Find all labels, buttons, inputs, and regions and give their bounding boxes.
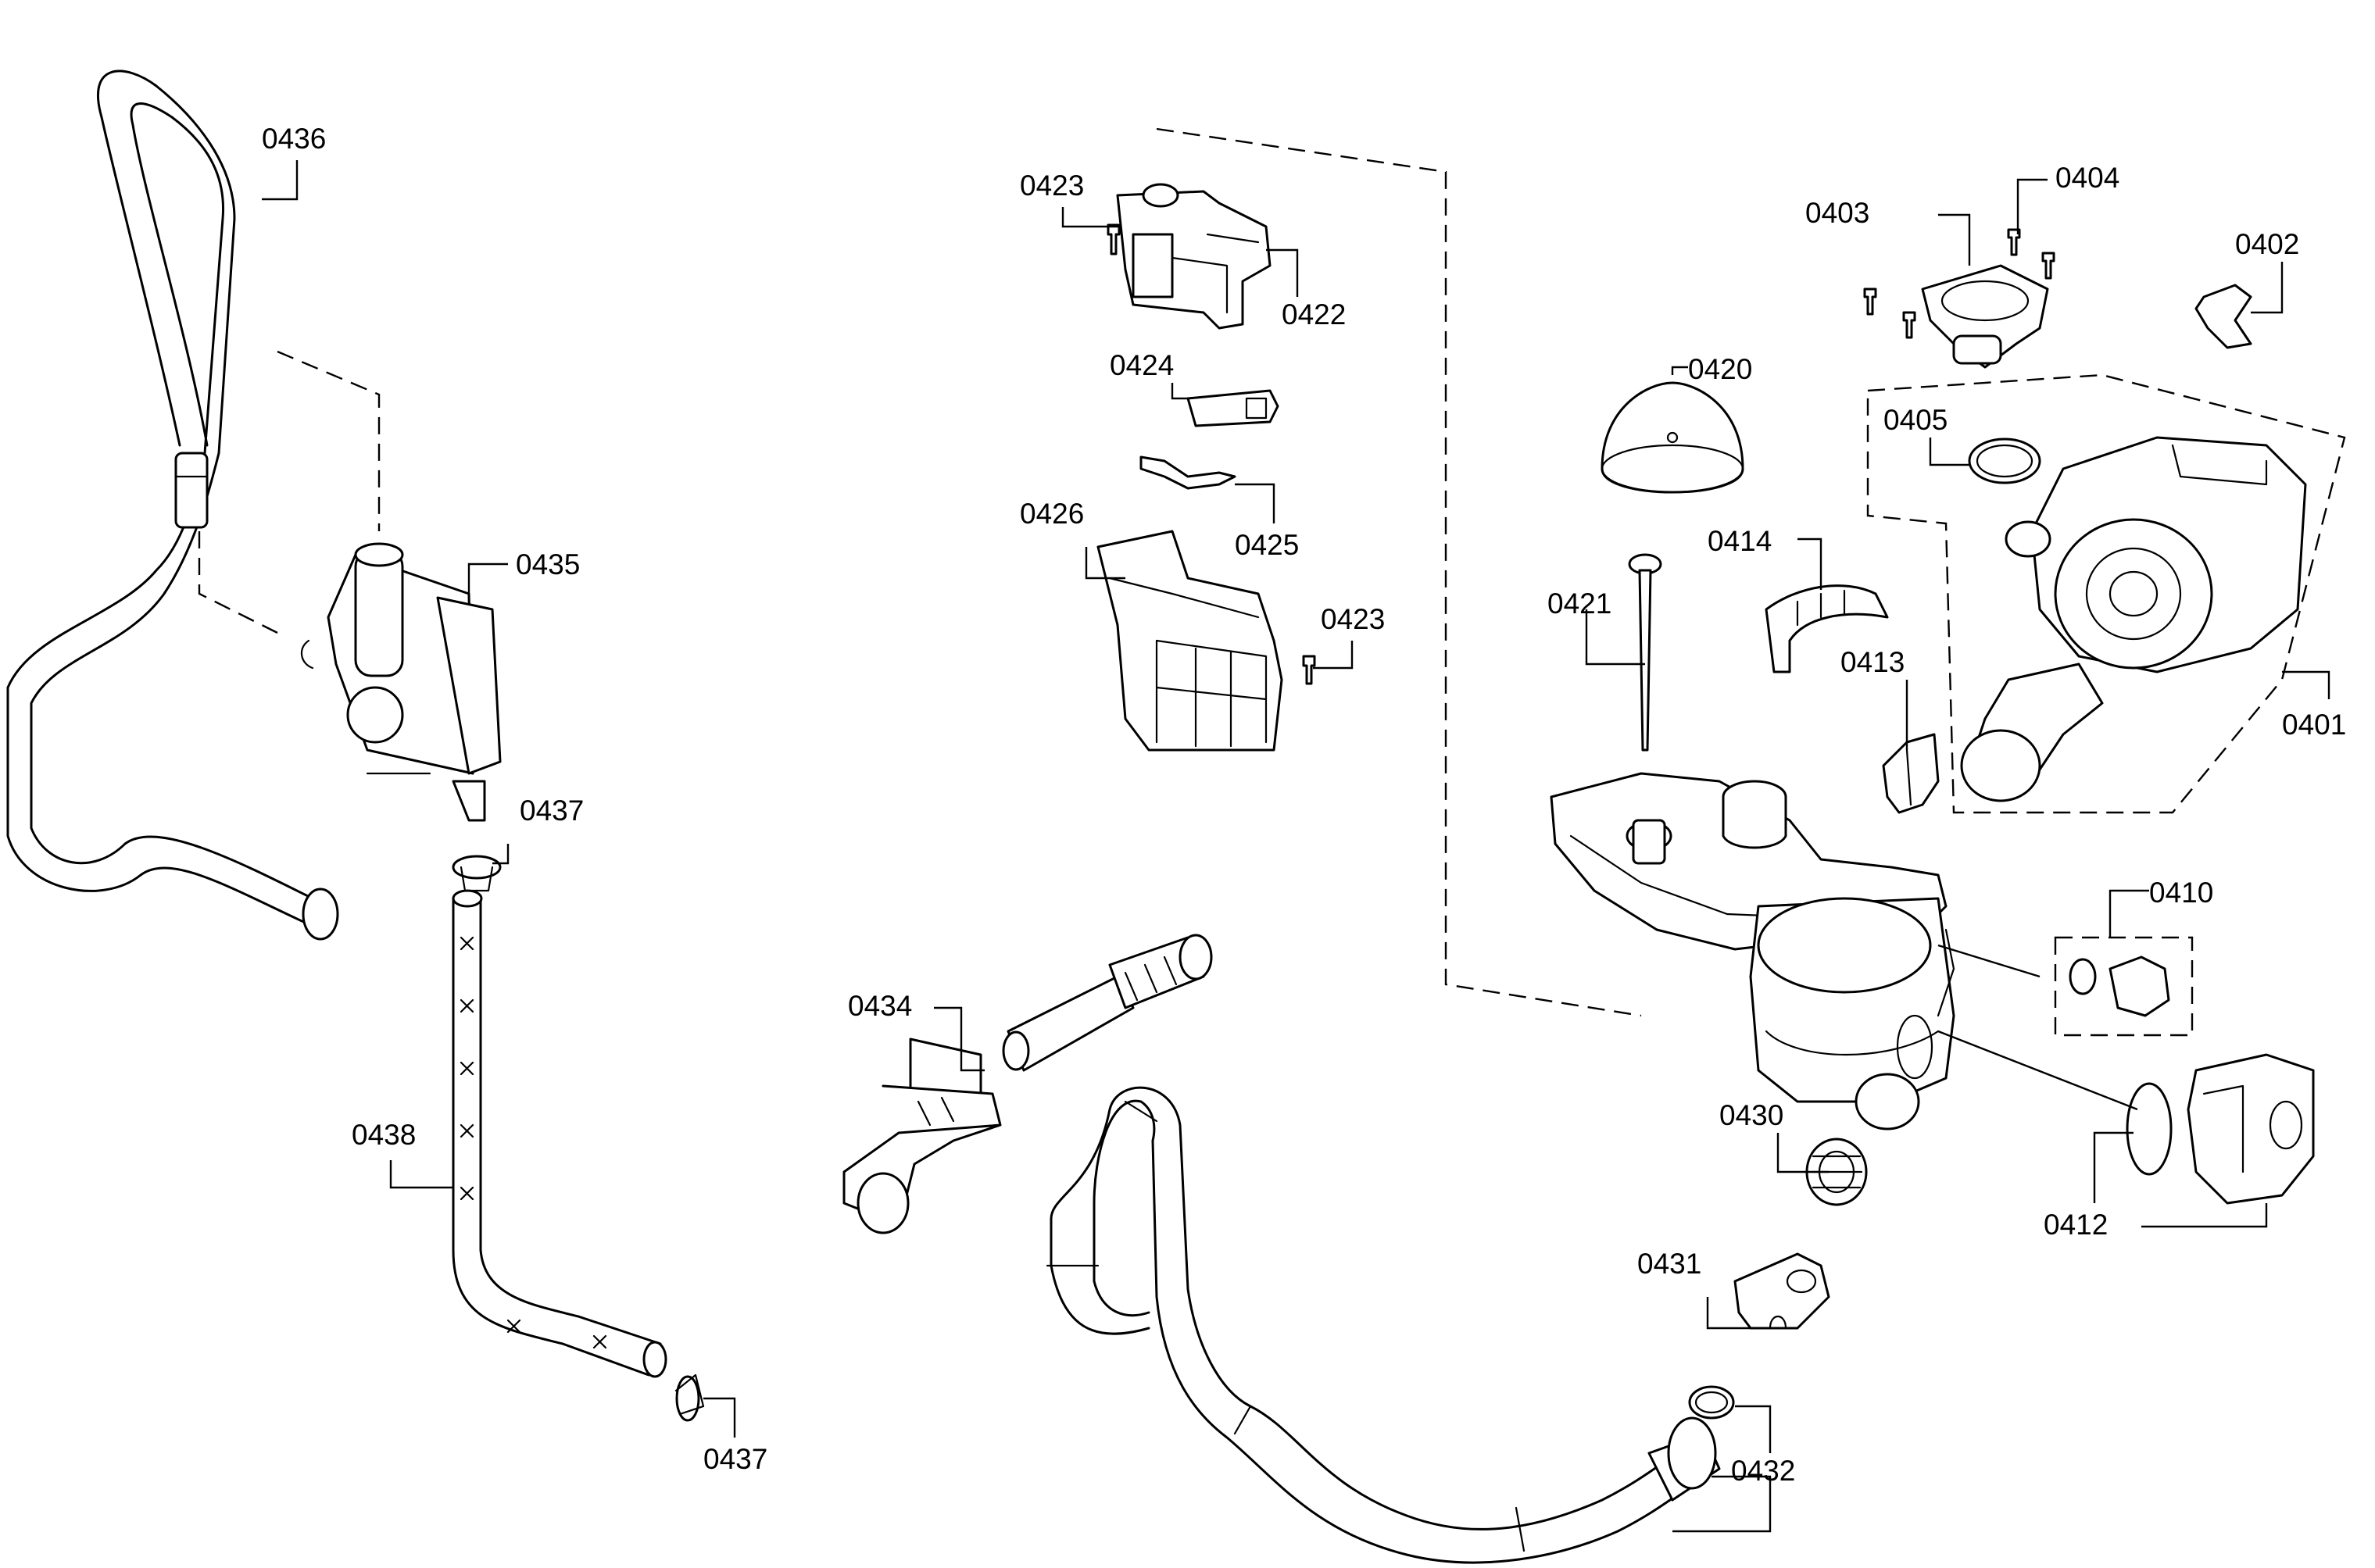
label-0436: 0436 bbox=[262, 123, 326, 155]
seal-0403 bbox=[1921, 264, 2049, 369]
label-0438: 0438 bbox=[352, 1119, 416, 1151]
label-0431: 0431 bbox=[1637, 1248, 1701, 1280]
clamp-0437-top bbox=[452, 855, 502, 892]
oring-0432 bbox=[1688, 1385, 1735, 1420]
screw-0423-mid bbox=[1302, 655, 1316, 685]
label-0430: 0430 bbox=[1719, 1099, 1783, 1131]
label-0401: 0401 bbox=[2282, 709, 2346, 741]
bracket-0414 bbox=[1765, 584, 1889, 673]
rod-0421 bbox=[1628, 553, 1662, 752]
bracket-0422 bbox=[1116, 127, 1642, 1017]
label-0423-top: 0423 bbox=[1020, 170, 1084, 202]
label-0425: 0425 bbox=[1235, 529, 1299, 561]
pump-motor-0401 bbox=[1866, 373, 2346, 814]
label-0435: 0435 bbox=[516, 548, 580, 580]
label-0413: 0413 bbox=[1840, 646, 1905, 678]
valve-0435 bbox=[198, 350, 502, 822]
label-0403: 0403 bbox=[1805, 197, 1869, 229]
basket-0426 bbox=[1096, 530, 1283, 752]
label-0426: 0426 bbox=[1020, 498, 1084, 530]
latch-0413 bbox=[1882, 733, 1940, 814]
label-0402: 0402 bbox=[2235, 228, 2299, 260]
label-0432: 0432 bbox=[1731, 1455, 1795, 1487]
label-0414: 0414 bbox=[1708, 525, 1772, 557]
clip-0425 bbox=[1139, 455, 1236, 490]
pump-0412 bbox=[2126, 1053, 2315, 1205]
hose-0434 bbox=[842, 934, 1213, 1234]
leader-lines bbox=[262, 160, 2330, 1533]
fitting-0410 bbox=[2054, 936, 2194, 1037]
clamp-0437-bottom bbox=[674, 1373, 705, 1422]
label-0410: 0410 bbox=[2149, 877, 2213, 909]
label-0421: 0421 bbox=[1547, 588, 1611, 620]
hose-0438 bbox=[452, 889, 667, 1378]
label-0437-bottom: 0437 bbox=[703, 1443, 767, 1475]
label-0422: 0422 bbox=[1282, 298, 1346, 330]
screws-0404 bbox=[1863, 228, 2055, 339]
switch-0424 bbox=[1186, 389, 1279, 427]
label-0420: 0420 bbox=[1688, 353, 1752, 385]
part-labels: 0436 0435 0437 0437 0438 0423 0422 0424 … bbox=[262, 123, 2346, 1487]
label-0434: 0434 bbox=[848, 990, 912, 1022]
label-0412: 0412 bbox=[2044, 1209, 2108, 1241]
drain-hose-0436 bbox=[6, 70, 339, 941]
bracket-0402 bbox=[2194, 284, 2252, 349]
screw-0423-top bbox=[1107, 223, 1121, 255]
sump-assembly bbox=[1550, 772, 1955, 1130]
label-0405: 0405 bbox=[1883, 404, 1948, 436]
drain-hose bbox=[1046, 1086, 1721, 1564]
label-0437-top: 0437 bbox=[520, 795, 584, 827]
label-0424: 0424 bbox=[1110, 349, 1174, 381]
ring-0405 bbox=[1968, 438, 2041, 484]
label-0404: 0404 bbox=[2055, 162, 2119, 194]
label-0423-mid: 0423 bbox=[1321, 603, 1385, 635]
holder-0431 bbox=[1733, 1252, 1830, 1330]
cap-0420 bbox=[1601, 381, 1744, 494]
